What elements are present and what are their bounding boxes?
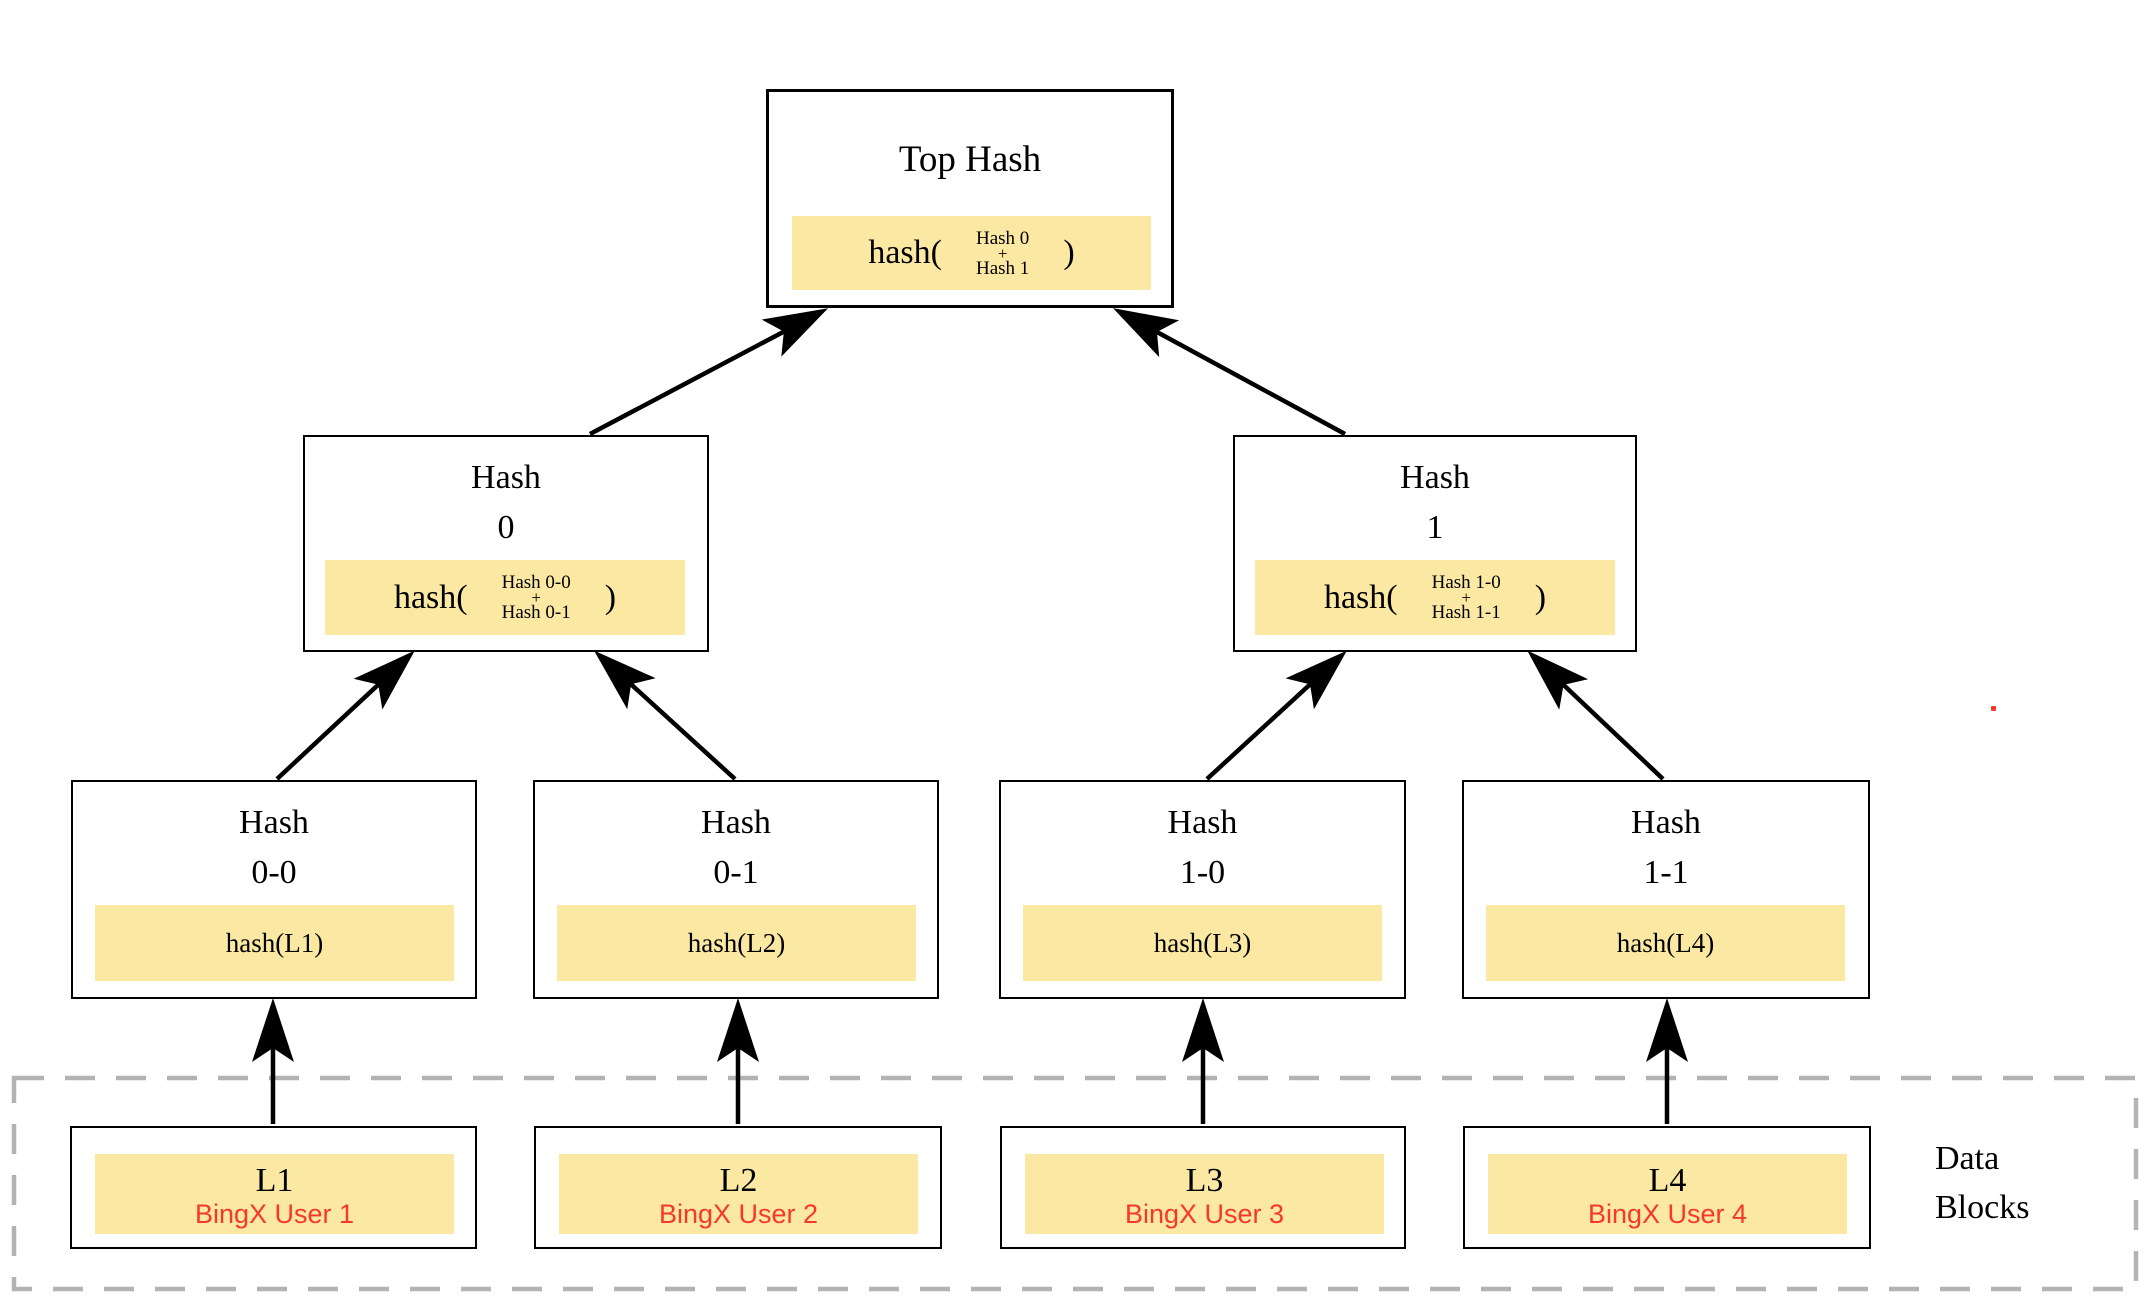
node-top-hash: Top Hash hash( Hash 0 + Hash 1 ): [766, 89, 1174, 308]
red-speck: [1991, 706, 1996, 711]
block-label: L2: [719, 1162, 758, 1199]
hash-0-0-formula: hash(L1): [95, 905, 454, 981]
hash-1-formula: hash( Hash 1-0 + Hash 1-1 ): [1255, 560, 1615, 635]
arrow-hash0-to-top: [588, 308, 829, 436]
block-label: L4: [1648, 1162, 1687, 1199]
title-line1: Hash: [1167, 804, 1238, 841]
l1-band: L1 BingX User 1: [95, 1154, 454, 1234]
top-hash-title: Top Hash: [898, 139, 1042, 180]
formula-operands: Hash 0 + Hash 1: [976, 227, 1030, 279]
hash-1-title: Hash 1: [1235, 453, 1635, 553]
block-user: BingX User 2: [658, 1199, 819, 1229]
formula-text: hash(L1): [225, 927, 324, 958]
hash-0-1-title: Hash 0-1: [535, 798, 937, 898]
block-user: BingX User 3: [1124, 1199, 1285, 1229]
title-line1: Hash: [701, 804, 771, 841]
block-label: L3: [1185, 1162, 1224, 1199]
formula-text: hash(L4): [1616, 927, 1715, 958]
formula-operator: +: [997, 243, 1008, 263]
formula-operator: +: [1461, 588, 1471, 607]
region-label-line2: Blocks: [1935, 1189, 2030, 1226]
hash-0-formula: hash( Hash 0-0 + Hash 0-1 ): [325, 560, 685, 635]
l2-band: L2 BingX User 2: [559, 1154, 918, 1234]
node-data-block-l3: L3 BingX User 3: [1000, 1126, 1406, 1249]
node-hash-0-0: Hash 0-0 hash(L1): [71, 780, 477, 999]
formula-operand1: Hash 0: [976, 227, 1030, 249]
arrow-hash01-to-hash0: [594, 650, 737, 781]
data-blocks-region-border: [11, 1075, 2139, 1292]
formula-operand1: Hash 1-0: [1431, 572, 1501, 593]
hash-0-title-line2: 0: [497, 509, 515, 546]
formula-text: hash(L2): [687, 927, 786, 958]
hash-0-title: Hash 0: [305, 453, 707, 553]
l3-band: L3 BingX User 3: [1025, 1154, 1384, 1234]
hash-1-1-formula: hash(L4): [1486, 905, 1845, 981]
title-line2: 0-0: [251, 854, 297, 891]
formula-operands: Hash 0-0 + Hash 0-1: [501, 572, 571, 623]
title-line2: 1-0: [1179, 854, 1226, 891]
hash-1-0-formula: hash(L3): [1023, 905, 1382, 981]
hash-1-1-title: Hash 1-1: [1464, 798, 1868, 898]
formula-operand2: Hash 0-1: [501, 602, 571, 623]
node-hash-1-0: Hash 1-0 hash(L3): [999, 780, 1406, 999]
formula-suffix: ): [1063, 234, 1075, 271]
hash-0-1-formula: hash(L2): [557, 905, 916, 981]
arrow-hash1-to-top: [1112, 308, 1347, 436]
block-user: BingX User 1: [194, 1199, 355, 1229]
arrow-hash00-to-hash0: [275, 650, 415, 781]
hash-0-title-line1: Hash: [471, 459, 541, 496]
formula-prefix: hash(: [868, 234, 942, 271]
formula-prefix: hash(: [1323, 578, 1398, 616]
node-hash-1: Hash 1 hash( Hash 1-0 + Hash 1-1 ): [1233, 435, 1637, 652]
node-data-block-l1: L1 BingX User 1: [70, 1126, 477, 1249]
formula-suffix: ): [604, 578, 617, 616]
l4-band: L4 BingX User 4: [1488, 1154, 1847, 1234]
title-line1: Hash: [239, 804, 309, 841]
formula-suffix: ): [1534, 578, 1547, 616]
formula-operand2: Hash 1-1: [1431, 602, 1501, 623]
formula-operand1: Hash 0-0: [501, 572, 571, 593]
hash-0-0-title: Hash 0-0: [73, 798, 475, 898]
formula-operator: +: [531, 588, 541, 607]
hash-1-0-title: Hash 1-0: [1001, 798, 1404, 898]
node-hash-0: Hash 0 hash( Hash 0-0 + Hash 0-1 ): [303, 435, 709, 652]
formula-prefix: hash(: [393, 578, 468, 616]
hash-1-title-line1: Hash: [1400, 459, 1470, 496]
title-line2: 1-1: [1643, 854, 1689, 891]
top-hash-formula: hash( Hash 0 + Hash 1 ): [792, 216, 1151, 290]
formula-operands: Hash 1-0 + Hash 1-1: [1431, 572, 1501, 623]
block-label: L1: [255, 1162, 294, 1199]
node-hash-0-1: Hash 0-1 hash(L2): [533, 780, 939, 999]
arrow-hash11-to-hash1: [1527, 650, 1665, 781]
node-data-block-l2: L2 BingX User 2: [534, 1126, 942, 1249]
node-hash-1-1: Hash 1-1 hash(L4): [1462, 780, 1870, 999]
title-line1: Hash: [1631, 804, 1701, 841]
block-user: BingX User 4: [1587, 1199, 1748, 1229]
region-label-line1: Data: [1935, 1140, 2000, 1177]
data-blocks-region-label: Data Blocks: [1935, 1134, 2029, 1232]
node-data-block-l4: L4 BingX User 4: [1463, 1126, 1871, 1249]
formula-operand2: Hash 1: [976, 257, 1030, 279]
arrow-hash10-to-hash1: [1205, 650, 1347, 781]
formula-text: hash(L3): [1153, 927, 1252, 958]
title-line2: 0-1: [713, 854, 759, 891]
hash-1-title-line2: 1: [1426, 509, 1444, 546]
